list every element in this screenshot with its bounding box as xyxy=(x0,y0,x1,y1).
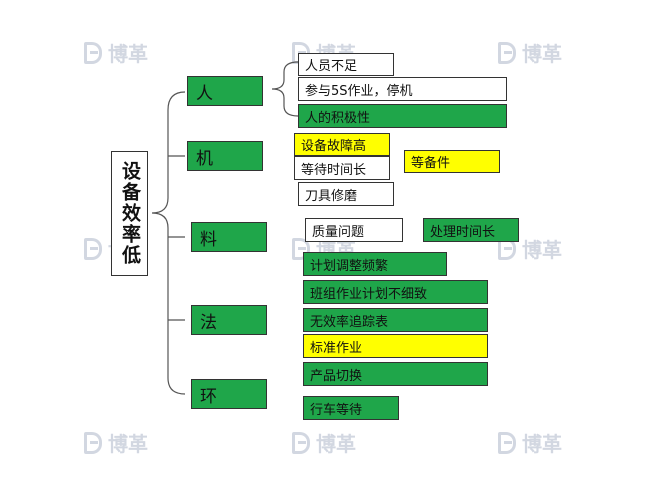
cause-label: 设备故障高 xyxy=(301,139,367,154)
cause-box-fa-2: 无效率追踪表 xyxy=(303,308,488,332)
logo-icon xyxy=(84,431,102,454)
cause-label: 计划调整频繁 xyxy=(310,258,389,274)
category-liao: 料 xyxy=(191,222,267,252)
cause-box-ren-3: 人的积极性 xyxy=(298,104,507,128)
cause-label: 标准作业 xyxy=(310,340,363,356)
ren-brace xyxy=(271,61,299,117)
cause-label: 人员不足 xyxy=(305,59,358,74)
category-label: 法 xyxy=(200,312,217,333)
cause-label: 无效率追踪表 xyxy=(310,314,389,330)
cause-box-ji-2: 等待时间长 xyxy=(294,156,390,180)
watermark-logo: 博革 xyxy=(84,38,148,67)
category-ji: 机 xyxy=(187,141,263,171)
cause-label: 参与5S作业，停机 xyxy=(305,83,413,99)
watermark-logo: 博革 xyxy=(292,428,356,457)
cause-label: 产品切换 xyxy=(310,368,363,384)
cause-box-ren-2: 参与5S作业，停机 xyxy=(298,77,507,101)
cause-box-liao-1: 质量问题 xyxy=(305,218,403,242)
cause-box-fa-3: 标准作业 xyxy=(303,334,488,358)
logo-icon xyxy=(498,431,516,454)
cause-box-fa-4: 产品切换 xyxy=(303,362,488,386)
cause-box-ji-1: 设备故障高 xyxy=(294,133,390,156)
cause-box-ji-4: 刀具修磨 xyxy=(298,182,394,206)
category-huan: 环 xyxy=(191,379,267,409)
cause-label: 刀具修磨 xyxy=(305,188,358,204)
cause-label: 行车等待 xyxy=(310,402,363,418)
category-label: 料 xyxy=(200,229,217,250)
cause-box-ji-3: 等备件 xyxy=(404,150,500,173)
logo-icon xyxy=(292,237,310,260)
watermark-logo: 博革 xyxy=(84,428,148,457)
watermark-logo: 博革 xyxy=(498,428,562,457)
cause-box-liao-3: 计划调整频繁 xyxy=(303,252,447,276)
logo-icon xyxy=(292,431,310,454)
main-brace xyxy=(151,91,186,395)
cause-box-ren-1: 人员不足 xyxy=(298,53,394,76)
cause-label: 质量问题 xyxy=(312,224,365,240)
watermark-logo: 博革 xyxy=(498,38,562,67)
logo-icon xyxy=(84,41,102,64)
logo-icon xyxy=(498,41,516,64)
cause-label: 班组作业计划不细致 xyxy=(310,286,428,302)
root-topic-box: 设备效率低 xyxy=(111,151,148,276)
category-label: 机 xyxy=(196,148,213,169)
watermark-logo: 博革 xyxy=(498,234,562,263)
category-label: 人 xyxy=(196,83,213,104)
cause-label: 人的积极性 xyxy=(305,110,371,126)
cause-label: 等待时间长 xyxy=(301,162,367,178)
cause-label: 等备件 xyxy=(411,156,451,171)
cause-label: 处理时间长 xyxy=(430,224,496,240)
cause-box-huan-1: 行车等待 xyxy=(303,396,399,420)
logo-icon xyxy=(84,237,102,260)
category-label: 环 xyxy=(200,386,217,407)
category-fa: 法 xyxy=(191,305,267,335)
category-ren: 人 xyxy=(187,76,263,106)
root-topic-label: 设备效率低 xyxy=(119,161,141,266)
cause-box-fa-1: 班组作业计划不细致 xyxy=(303,280,488,304)
cause-box-liao-2: 处理时间长 xyxy=(423,218,519,242)
